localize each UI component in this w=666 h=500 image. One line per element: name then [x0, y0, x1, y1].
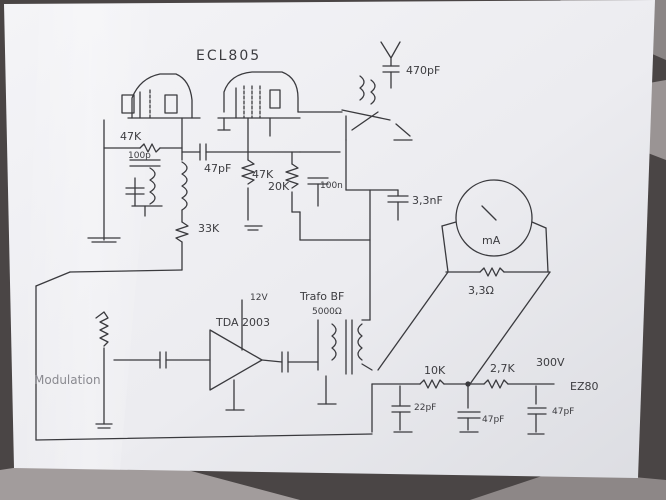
label-trafo: Trafo BF: [299, 290, 344, 303]
label-47pf-right: 47pF: [552, 407, 574, 417]
label-20k: 20K: [268, 180, 290, 193]
label-100n: 100n: [320, 181, 343, 191]
label-modulation: Modulation: [34, 373, 101, 387]
label-ma: mA: [482, 234, 501, 247]
label-10k: 10K: [424, 364, 446, 377]
paper-glare: [20, 4, 160, 470]
label-300v: 300V: [536, 356, 565, 369]
label-47k-left: 47K: [120, 130, 142, 143]
label-ez80: EZ80: [570, 380, 598, 393]
label-470pf: 470pF: [406, 64, 440, 77]
label-47k-mid: 47K: [252, 168, 274, 181]
label-22pf: 22pF: [414, 403, 436, 413]
label-2k7: 2,7K: [490, 362, 515, 375]
label-100p-left: 100p: [128, 151, 151, 161]
label-3r3: 3,3Ω: [468, 284, 494, 297]
antenna-tank: [297, 41, 413, 141]
label-tda: TDA 2003: [215, 316, 270, 329]
title-label: ECL805: [196, 48, 261, 64]
pentode-tube: [217, 71, 301, 161]
label-47pf-mid: 47pF: [482, 415, 504, 425]
schematic-labels: ECL805 470pF 47K 100p 47pF 47K 20K 100n …: [34, 48, 598, 425]
label-33k: 33K: [198, 222, 220, 235]
label-3n3: 3,3nF: [412, 194, 443, 207]
label-47pf: 47pF: [204, 162, 231, 175]
paper-sheet: [4, 0, 655, 478]
triode-tube: [121, 73, 201, 161]
label-12v: 12V: [250, 293, 268, 303]
schematic-drawing: [35, 41, 555, 441]
label-5000: 5000Ω: [312, 307, 342, 317]
